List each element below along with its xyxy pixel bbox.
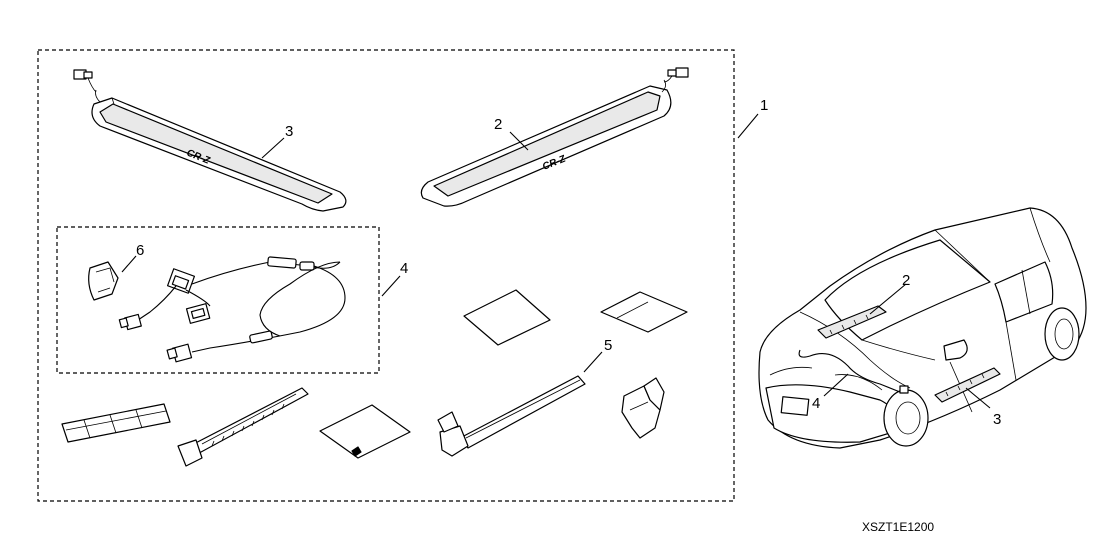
vehicle-leader-4 bbox=[823, 373, 849, 397]
sill-trim-left: CR-Z bbox=[73, 69, 347, 212]
vehicle-leader-3 bbox=[965, 387, 991, 409]
leader-1 bbox=[737, 113, 759, 139]
leader-5 bbox=[583, 351, 603, 373]
cable-tie-short bbox=[177, 387, 309, 467]
sill-trim-right: CR-Z bbox=[420, 67, 689, 207]
cleaning-wipe bbox=[319, 404, 411, 459]
callout-5: 5 bbox=[604, 337, 612, 354]
leader-4 bbox=[381, 275, 401, 297]
double-sided-tape-strip bbox=[61, 403, 171, 443]
vehicle-illustration bbox=[758, 207, 1087, 449]
callout-4: 4 bbox=[400, 260, 408, 277]
callout-3: 3 bbox=[285, 123, 293, 140]
leader-3 bbox=[261, 137, 285, 159]
vehicle-callout-4: 4 bbox=[812, 395, 820, 412]
callout-1: 1 bbox=[760, 97, 768, 114]
harness-boundary bbox=[56, 226, 380, 374]
vehicle-callout-2: 2 bbox=[902, 272, 910, 289]
kit-boundary bbox=[37, 49, 735, 502]
callout-6: 6 bbox=[136, 242, 144, 259]
vehicle-callout-3: 3 bbox=[993, 411, 1001, 428]
adhesive-pad-2 bbox=[600, 291, 688, 333]
drawing-code: XSZT1E1200 bbox=[862, 520, 934, 534]
cable-tie-long bbox=[437, 375, 586, 457]
leader-2 bbox=[509, 131, 529, 151]
callout-2: 2 bbox=[494, 116, 502, 133]
harness-clip bbox=[621, 377, 665, 439]
wire-harness bbox=[118, 256, 346, 363]
leader-6 bbox=[121, 255, 137, 273]
vehicle-leader-2 bbox=[869, 283, 907, 315]
fuse-clip bbox=[88, 261, 119, 301]
adhesive-pad-1 bbox=[463, 289, 551, 346]
